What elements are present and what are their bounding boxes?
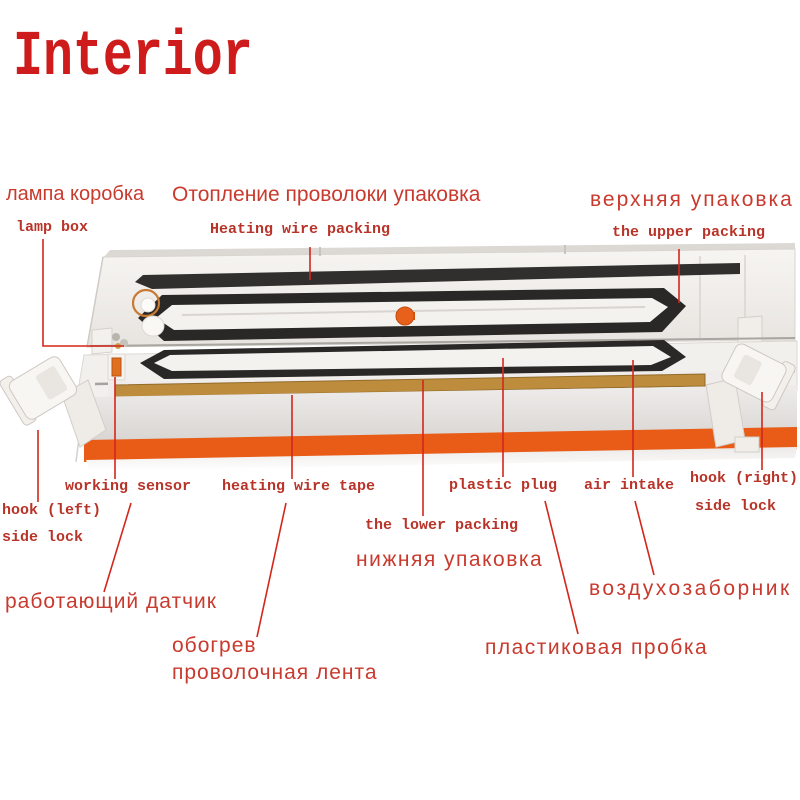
leader-working-sensor-ru [103,502,132,593]
label-heating-wire-tape-en: heating wire tape [222,478,376,495]
label-heating-wire-tape-ru-line1: обогрев [172,634,257,657]
label-air-intake-en: air intake [584,477,675,494]
leader-lamp-box [42,239,124,347]
label-hook-left-line1: hook (left) [2,502,102,519]
label-lamp-box-ru: лампа коробка [6,183,145,205]
label-upper-packing-en: the upper packing [612,224,766,241]
lamp-box-detail [112,288,165,349]
label-upper-packing-ru: верхняя упаковка [590,188,794,211]
label-heating-wire-packing-en: Heating wire packing [210,221,391,238]
label-hook-right-line1: hook (right) [690,470,799,487]
label-lamp-box-en: lamp box [16,219,89,236]
lower-packing-gasket [140,340,686,379]
label-heating-wire-tape-ru-line2: проволочная лента [172,661,378,684]
label-plastic-plug-en: plastic plug [449,477,558,494]
plastic-plug-detail [395,306,415,326]
label-plastic-plug-ru: пластиковая пробка [485,636,709,659]
label-hook-left-line2: side lock [2,529,84,546]
label-air-intake-ru: воздухозаборник [589,577,792,600]
label-lower-packing-en: the lower packing [365,517,519,534]
label-lower-packing-ru: нижняя упаковка [356,548,544,571]
working-sensor-detail [107,353,126,381]
label-heating-wire-packing-ru: Отопление проволоки упаковка [172,183,481,206]
leader-air-intake-ru [634,500,655,576]
right-hook [705,343,796,453]
orange-stripe [84,427,797,462]
leader-plastic-plug-ru [544,500,579,635]
label-working-sensor-ru: работающий датчик [5,590,217,613]
heating-wire-packing-bar [135,263,740,289]
leader-heating-wire-tape-ru [256,502,287,638]
page-title: Interior [13,22,253,94]
label-working-sensor-en: working sensor [65,478,192,495]
leader-lines [37,239,763,638]
label-hook-right-line2: side lock [695,498,777,515]
left-hook [0,356,107,448]
